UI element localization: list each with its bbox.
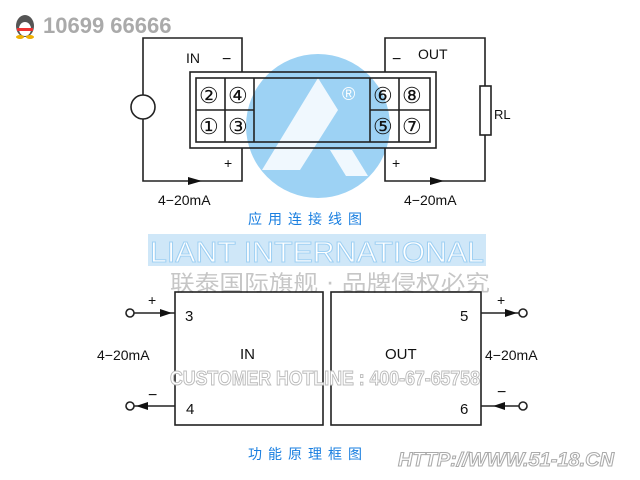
terminal-1: ①	[199, 114, 219, 139]
terminal-block	[189, 71, 437, 149]
arrow-icon	[188, 177, 202, 185]
pin-5: 5	[460, 308, 468, 325]
pin-3: 3	[185, 308, 193, 325]
block-out-minus: −	[497, 384, 506, 401]
terminal-7: ⑦	[402, 114, 422, 139]
block-connectors	[125, 308, 528, 411]
out-label: OUT	[418, 46, 448, 62]
in-block	[174, 291, 324, 426]
brand-text: LIANT INTERNATIONAL	[150, 237, 484, 269]
block-out-label: OUT	[385, 346, 417, 363]
block-in-plus: +	[148, 292, 156, 308]
block-caption: 功能原理框图	[248, 447, 368, 463]
out-current-label: 4−20mA	[404, 192, 457, 208]
out-plus: +	[392, 155, 400, 171]
pin-4: 4	[186, 401, 194, 418]
registered-mark: ®	[342, 84, 355, 104]
input-loop	[130, 37, 243, 185]
block-out-current: 4−20mA	[485, 347, 538, 363]
in-plus: +	[224, 155, 232, 171]
qq-number: 10699 66666	[43, 13, 171, 38]
in-minus: −	[222, 51, 231, 68]
terminal-4: ④	[228, 83, 248, 108]
load-label: RL	[494, 107, 511, 122]
terminal-6: ⑥	[373, 83, 393, 108]
pin-6: 6	[460, 401, 468, 418]
out-minus: −	[392, 51, 401, 68]
block-in-minus: −	[148, 387, 157, 404]
current-source-icon	[130, 94, 156, 120]
arrow-icon	[430, 177, 444, 185]
url-watermark: HTTP://WWW.51-18.CN	[398, 450, 615, 471]
out-block	[330, 291, 482, 426]
in-label: IN	[186, 50, 200, 66]
in-current-label: 4−20mA	[158, 192, 211, 208]
block-out-plus: +	[497, 292, 505, 308]
resistor-icon	[479, 85, 492, 136]
hotline-watermark: CUSTOMER HOTLINE : 400-67-65758	[170, 368, 480, 390]
wiring-caption: 应用连接线图	[248, 211, 368, 228]
qq-icon	[16, 15, 34, 39]
block-in-current: 4−20mA	[97, 347, 150, 363]
output-loop	[384, 37, 492, 185]
terminal-2: ②	[199, 83, 219, 108]
terminal-3: ③	[228, 114, 248, 139]
terminal-5: ⑤	[373, 114, 393, 139]
block-in-label: IN	[240, 346, 255, 363]
brand-logo-watermark: ®	[246, 54, 390, 198]
slogan-watermark: 联泰国际旗舰 · 品牌侵权必究	[170, 272, 490, 297]
terminal-8: ⑧	[402, 83, 422, 108]
brand-banner	[148, 234, 486, 266]
